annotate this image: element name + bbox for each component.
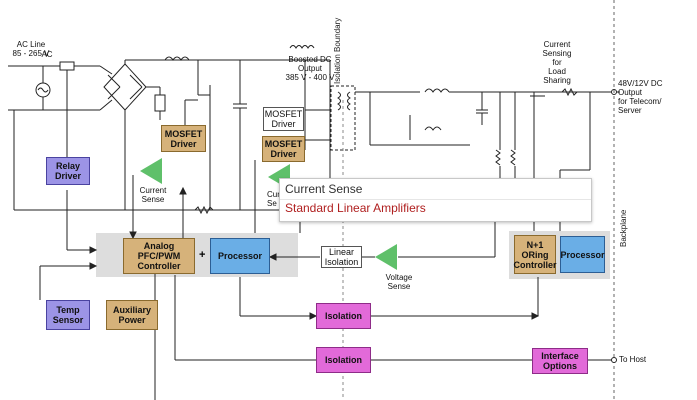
processor-block-2: Processor — [560, 236, 605, 273]
mosfet-driver-label-3: MOSFET Driver — [264, 139, 303, 159]
isolation-label-1: Isolation — [324, 311, 362, 321]
output-inductor — [424, 88, 450, 93]
bridge-rectifier — [103, 63, 147, 111]
mosfet-driver-block-3: MOSFET Driver — [262, 136, 305, 162]
auxiliary-power-block: Auxiliary Power — [106, 300, 158, 330]
pfc-controller-block: Analog PFC/PWM Controller — [123, 238, 195, 274]
mosfet-driver-label-1: MOSFET Driver — [164, 128, 203, 149]
current-sense-label: Current Sense — [139, 186, 167, 204]
current-sensing-label: Current Sensing for Load Sharing — [542, 40, 572, 85]
oring-controller-label: N+1 ORing Controller — [513, 239, 557, 270]
tooltip-title: Current Sense — [285, 182, 363, 196]
transformer-secondary — [347, 91, 351, 111]
oring-controller-block: N+1 ORing Controller — [513, 235, 557, 274]
interface-options-label: Interface Options — [541, 351, 579, 371]
temp-sensor-block: Temp Sensor — [46, 300, 90, 330]
voltage-sense-amplifier — [375, 244, 397, 270]
tooltip-link[interactable]: Standard Linear Amplifiers — [285, 201, 426, 215]
relay-driver-label: Relay Driver — [54, 161, 81, 181]
temp-sensor-label: Temp Sensor — [52, 305, 84, 325]
load-share-resistor — [561, 87, 578, 97]
linear-isolation-label: Linear Isolation — [324, 247, 359, 267]
relay-switch — [59, 61, 75, 71]
linear-isolation-block: Linear Isolation — [321, 246, 362, 268]
processor-label-2: Processor — [560, 249, 605, 260]
processor-label: Processor — [217, 251, 263, 261]
isolation-block-1: Isolation — [316, 303, 371, 329]
to-host-label: To Host — [619, 355, 647, 364]
current-sense-label-2: Curr Se — [267, 190, 283, 208]
mosfet-driver-block-2: MOSFET Driver — [263, 107, 304, 131]
transformer-primary — [337, 91, 341, 111]
isolation-label-2: Isolation — [324, 355, 362, 365]
mosfet-driver-block-1: MOSFET Driver — [161, 125, 206, 152]
ac-line-label: AC Line 85 - 265 V — [12, 40, 50, 58]
ac-label: AC — [41, 50, 53, 59]
plus-sign: + — [199, 249, 206, 261]
current-sense-amplifier — [140, 158, 162, 184]
isolation-boundary-label: Isolation Boundary — [333, 17, 342, 84]
boosted-dc-label: Boosted DC Output 385 V - 400 V — [285, 55, 335, 82]
interface-options-block: Interface Options — [532, 348, 588, 374]
auxiliary-power-label: Auxiliary Power — [112, 305, 152, 325]
hover-tooltip: Current Sense Standard Linear Amplifiers — [279, 178, 592, 222]
tooltip-divider — [280, 199, 591, 200]
boosted-dc-inductor — [289, 45, 315, 49]
isolation-block-2: Isolation — [316, 347, 371, 373]
relay-driver-block: Relay Driver — [46, 157, 90, 185]
mosfet-driver-label-2: MOSFET Driver — [264, 109, 303, 129]
voltage-sense-label: Voltage Sense — [385, 273, 413, 291]
backplane-label: Backplane — [619, 209, 628, 247]
pfc-inductor — [164, 56, 190, 61]
pfc-controller-label: Analog PFC/PWM Controller — [137, 241, 181, 271]
output-label: 48V/12V DC Output for Telecom/ Server — [618, 79, 663, 115]
processor-block: Processor — [210, 238, 270, 274]
